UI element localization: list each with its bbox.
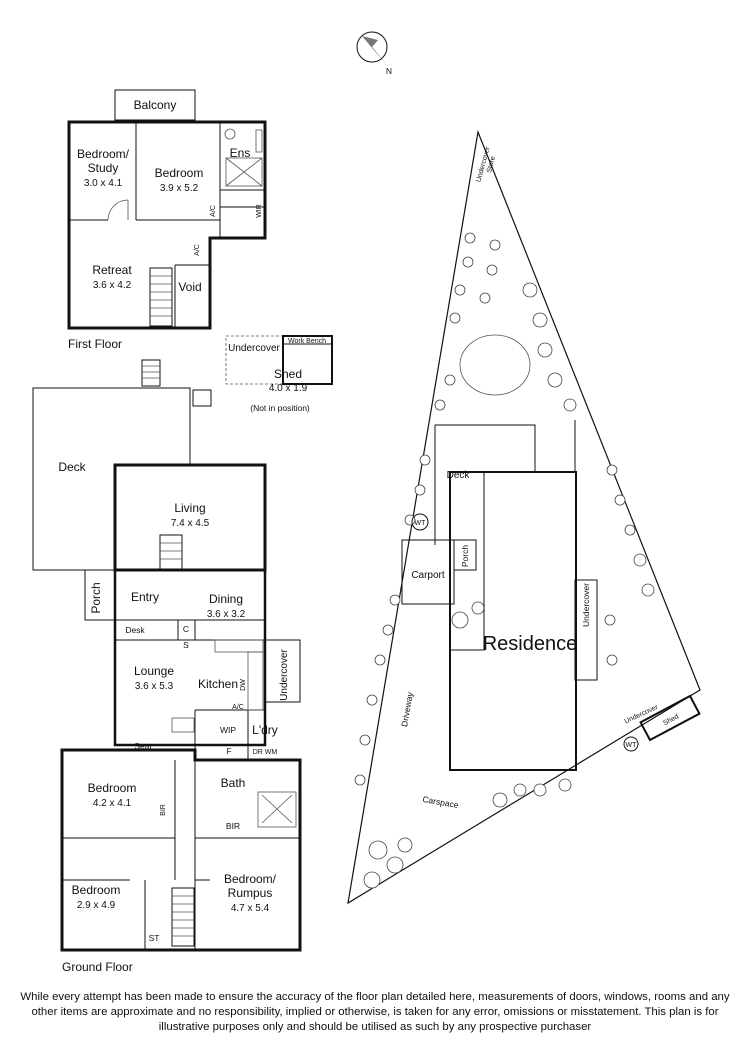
site-porch-label: Porch (460, 545, 470, 567)
shed-undercover-label: Undercover (228, 343, 280, 354)
entry-label: Entry (131, 590, 159, 604)
porch-label: Porch (89, 582, 103, 613)
site-carport-label: Carport (411, 570, 445, 581)
driveway-label: Driveway (399, 691, 415, 728)
bedroom-rumpus-name-2: Rumpus (228, 886, 273, 900)
wip-label: WIP (220, 725, 236, 735)
site-plan: Shed WT Undercover Store Deck WT Carport… (347, 129, 701, 905)
shed-note: (Not in position) (250, 403, 310, 413)
living-dims: 7.4 x 4.5 (171, 518, 210, 529)
wir-label: WIR (256, 204, 263, 218)
site-deck-label: Deck (447, 470, 471, 481)
compass-icon (356, 31, 388, 64)
s-label: S (183, 640, 189, 650)
site-wt-label: WT (415, 520, 427, 527)
storage-label: ST (149, 933, 160, 943)
bath-label: Bath (221, 776, 246, 790)
bedroom-2-dims: 2.9 x 4.9 (77, 900, 116, 911)
desk-label: Desk (125, 625, 145, 635)
retreat-name: Retreat (92, 263, 132, 277)
living-name: Living (174, 501, 205, 515)
bedroom-1-name: Bedroom (88, 781, 137, 795)
kitchen-label: Kitchen (198, 677, 238, 691)
dining-dims: 3.6 x 3.2 (207, 609, 246, 620)
bedroom-study-dims: 3.0 x 4.1 (84, 178, 123, 189)
dishwasher-label: DW (240, 679, 247, 691)
site-wt-label-2: WT (626, 742, 638, 749)
dryer-washer-label: DR WM (253, 749, 278, 756)
laundry-label: L'dry (252, 723, 278, 737)
compass-north-label: N (386, 66, 392, 76)
bedroom-2-name: Bedroom (72, 883, 121, 897)
seat-label: Seat (134, 741, 152, 751)
bedroom-study-name-2: Study (88, 161, 119, 175)
lounge-name: Lounge (134, 664, 174, 678)
bir-label-1: BIR (160, 804, 167, 816)
shed-plan: Undercover Work Bench Shed 4.0 x 1.9 (No… (225, 335, 333, 413)
deck-label: Deck (58, 460, 86, 474)
stairs-lower (171, 887, 195, 947)
stairs-living (159, 534, 183, 571)
residence-label: Residence (483, 633, 578, 655)
retreat-dims: 3.6 x 4.2 (93, 280, 132, 291)
bir-label-2: BIR (226, 821, 240, 831)
undercover-store-label-2: Store (486, 156, 497, 174)
first-floor-plan: Balcony Bedroom/ Study 3.0 x 4.1 Bedroom… (67, 89, 267, 351)
ground-floor-plan: Deck Living 7.4 x 4.5 Porch Entry Dining… (32, 359, 302, 974)
stairs-first-floor (149, 267, 173, 327)
cupboard-label: C (183, 624, 189, 634)
disclaimer-text: While every attempt has been made to ens… (20, 991, 730, 1033)
first-floor-bedroom-dims: 3.9 x 5.2 (160, 183, 199, 194)
balcony-label: Balcony (134, 98, 177, 112)
first-floor-title: First Floor (68, 337, 122, 351)
shed-dims: 4.0 x 1.9 (269, 383, 308, 394)
ground-ac-label: A/C (232, 704, 244, 711)
work-bench-label: Work Bench (288, 338, 326, 345)
ground-undercover-label: Undercover (279, 648, 290, 700)
void-label: Void (178, 280, 201, 294)
dining-name: Dining (209, 592, 243, 606)
deck-steps (141, 359, 212, 407)
carspace-label: Carspace (422, 794, 460, 810)
bedroom-study-name-1: Bedroom/ (77, 147, 130, 161)
ensuite-label: Ens (230, 146, 251, 160)
trees (354, 232, 655, 889)
ac-label-2: A/C (194, 244, 201, 256)
bedroom-rumpus-dims: 4.7 x 5.4 (231, 903, 270, 914)
ac-label-1: A/C (210, 205, 217, 217)
ground-floor-title: Ground Floor (62, 960, 133, 974)
lounge-dims: 3.6 x 5.3 (135, 681, 174, 692)
fridge-label: F (226, 746, 231, 756)
bedroom-rumpus-name-1: Bedroom/ (224, 872, 277, 886)
first-floor-bedroom-name: Bedroom (155, 166, 204, 180)
bedroom-1-dims: 4.2 x 4.1 (93, 798, 132, 809)
shed-name: Shed (274, 367, 302, 381)
site-undercover-label: Undercover (581, 583, 591, 627)
